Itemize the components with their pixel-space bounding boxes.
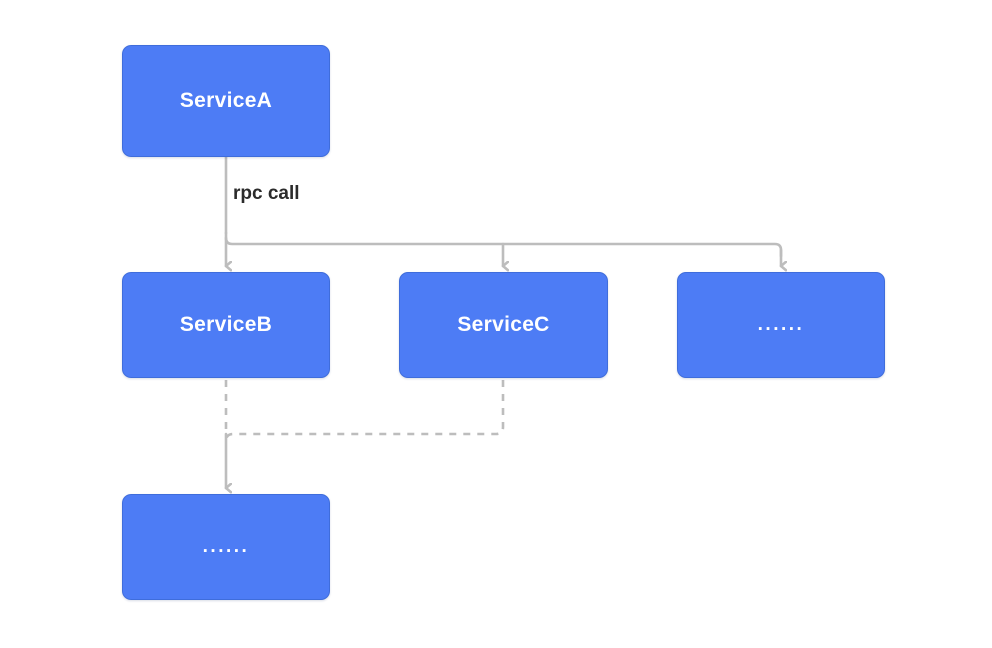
- edge-label-rpc-call: rpc call: [233, 183, 300, 204]
- edge-fanout-bus: [224, 231, 783, 258]
- node-serviceB[interactable]: ServiceB: [122, 272, 330, 378]
- node-serviceA-label: ServiceA: [179, 89, 273, 112]
- node-more-bottom-label: ......: [202, 536, 250, 557]
- node-serviceC[interactable]: ServiceC: [399, 272, 608, 378]
- node-more-top-label: ......: [757, 314, 805, 335]
- edge-serviceC-dashed: [224, 380, 505, 442]
- node-more-bottom[interactable]: ......: [122, 494, 330, 600]
- node-serviceB-label: ServiceB: [179, 313, 273, 336]
- node-serviceC-label: ServiceC: [457, 313, 550, 336]
- node-more-top[interactable]: ......: [677, 272, 885, 378]
- node-serviceA[interactable]: ServiceA: [122, 45, 330, 157]
